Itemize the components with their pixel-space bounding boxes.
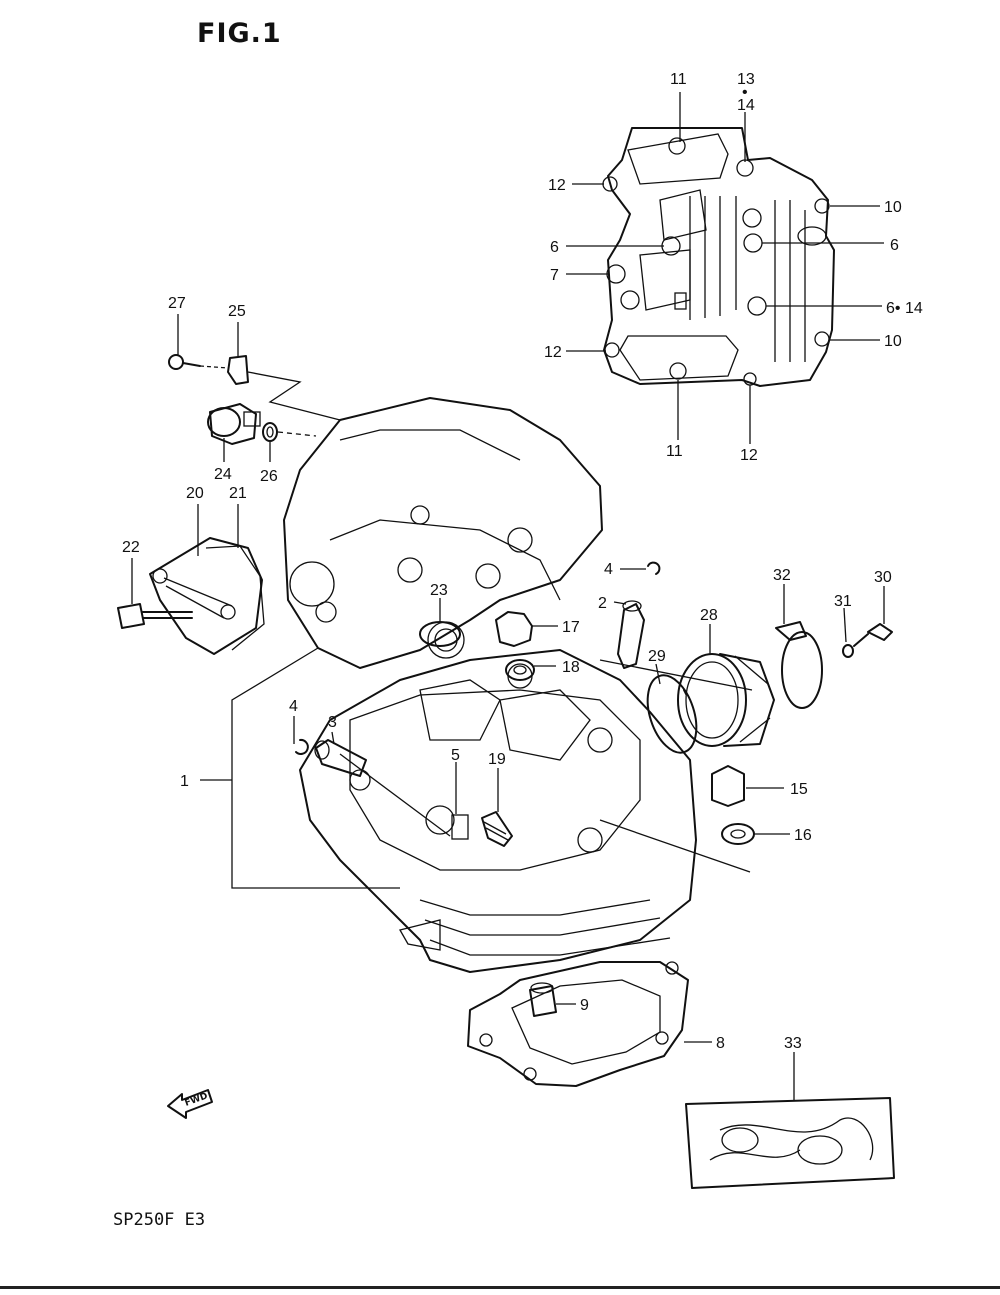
callout-4: 4	[289, 698, 298, 715]
callout-6: 6	[550, 239, 559, 256]
callout-labels: 11 13 • 14 12 10 6 6 7 6• 14 12 10 11 12…	[122, 71, 923, 1052]
nut-17	[495, 611, 535, 681]
cylinder-head-cover	[602, 127, 835, 387]
callout-10: 10	[884, 333, 902, 350]
callout-26: 26	[260, 468, 278, 485]
valve-guide-2	[295, 561, 661, 755]
callout-24: 24	[214, 466, 232, 483]
callout-4: 4	[604, 561, 613, 578]
fwd-arrow-icon: FWD	[167, 1089, 213, 1119]
page-bottom-rule	[0, 1286, 1000, 1289]
callout-12: 12	[548, 177, 566, 194]
head-gasket-8	[467, 961, 689, 1087]
leader-lines	[131, 92, 885, 1100]
valve-cap-parts	[168, 354, 341, 445]
callout-21: 21	[229, 485, 247, 502]
callout-20: 20	[186, 485, 204, 502]
callout-32: 32	[773, 567, 791, 584]
figure-title: FIG.1	[197, 18, 282, 49]
callout-29: 29	[648, 648, 666, 665]
callout-11: 11	[666, 443, 683, 460]
side-cover	[117, 537, 265, 655]
callout-23: 23	[430, 582, 448, 599]
spark-plug-19	[481, 811, 513, 847]
cylinder-head	[283, 397, 697, 973]
o-ring-23	[419, 621, 461, 647]
callout-33: 33	[784, 1035, 802, 1052]
callout-8: 8	[716, 1035, 725, 1052]
callout-6: 6	[890, 237, 899, 254]
callout-1: 1	[180, 773, 189, 790]
callout-18: 18	[562, 659, 580, 676]
cap-nut-15	[711, 765, 755, 845]
callout-2: 2	[598, 595, 607, 612]
callout-16: 16	[794, 827, 812, 844]
valve-guide-3	[314, 739, 367, 777]
callout-12: 12	[740, 447, 758, 464]
model-code: SP250F E3	[113, 1210, 206, 1230]
fwd-label: FWD	[184, 1091, 210, 1108]
callout-13: 13	[737, 71, 755, 88]
callout-9: 9	[580, 997, 589, 1014]
callout-28: 28	[700, 607, 718, 624]
callout-30: 30	[874, 569, 892, 586]
callout-6-14: 6• 14	[886, 300, 923, 317]
callout-14: 14	[737, 97, 755, 114]
callout-31: 31	[834, 593, 852, 610]
callout-12: 12	[544, 344, 562, 361]
callout-25: 25	[228, 303, 246, 320]
callout-17: 17	[562, 619, 580, 636]
gasket-set-33	[685, 1097, 895, 1189]
callout-7: 7	[550, 267, 559, 284]
callout-5: 5	[451, 747, 460, 764]
callout-15: 15	[790, 781, 808, 798]
intake-pipe-28	[646, 621, 893, 754]
callout-27: 27	[168, 295, 186, 312]
callout-13-dot: •	[742, 84, 748, 101]
callout-10: 10	[884, 199, 902, 216]
callout-22: 22	[122, 539, 140, 556]
callout-19: 19	[488, 751, 506, 768]
callout-11: 11	[670, 71, 687, 88]
callout-3: 3	[328, 714, 337, 731]
